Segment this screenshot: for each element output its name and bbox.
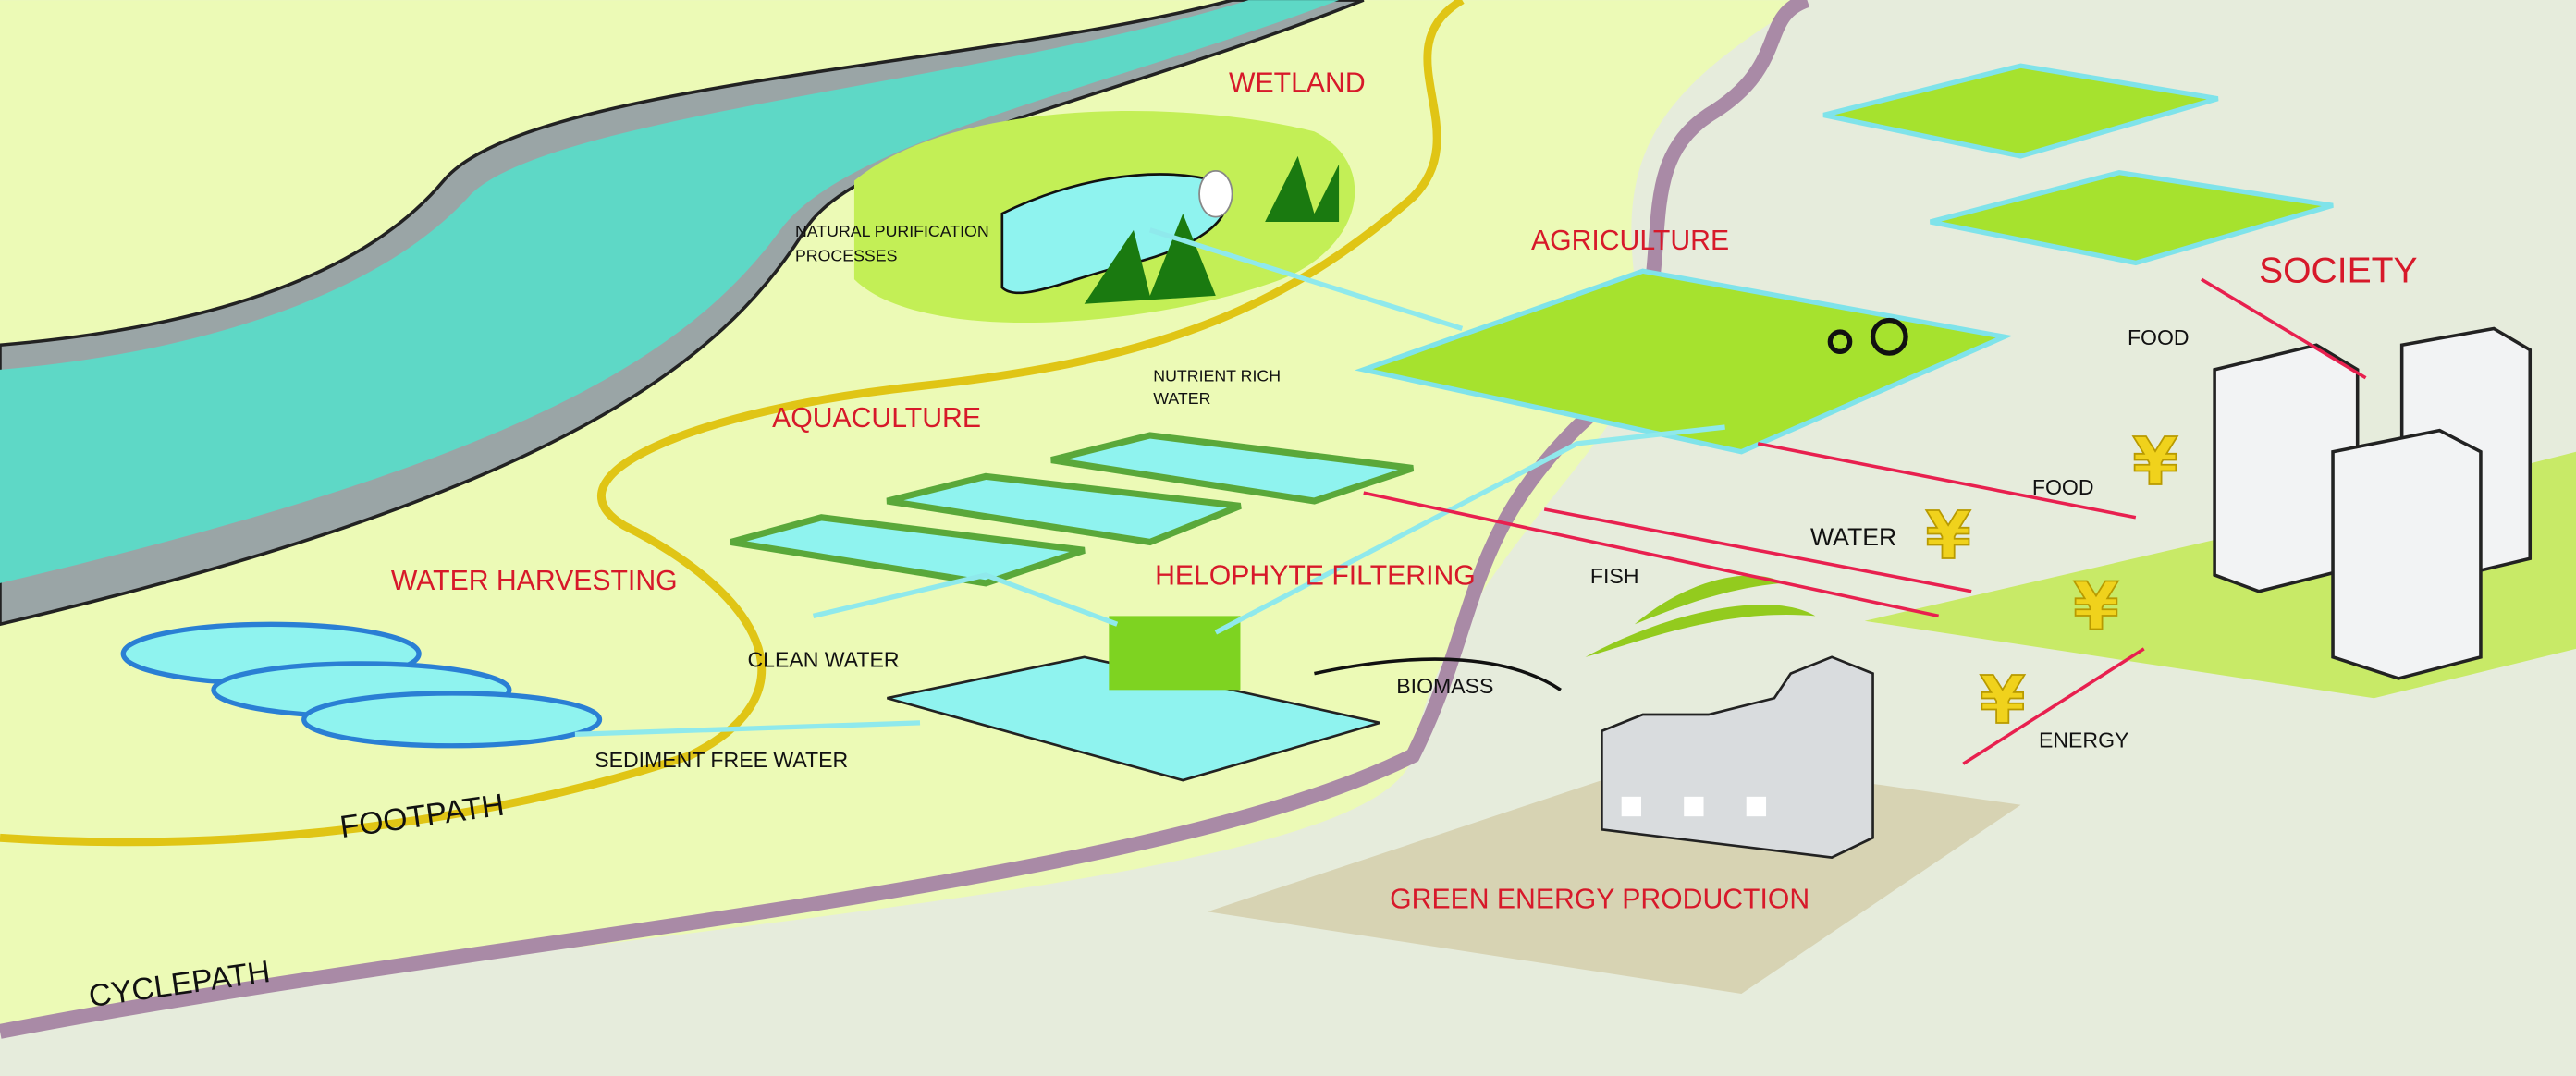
label-nutrient-rich: NUTRIENT RICH	[1153, 366, 1281, 385]
factory-icon	[1601, 655, 1874, 859]
label-agriculture: AGRICULTURE	[1531, 226, 1729, 256]
wetland-water	[1000, 173, 1228, 295]
yen-icon: ¥	[2132, 423, 2177, 500]
yen-icon: ¥	[2073, 569, 2118, 645]
label-wetland: WETLAND	[1229, 68, 1366, 99]
fish-pond-1	[730, 514, 1086, 587]
buildings-icon	[2213, 326, 2533, 680]
label-clean-water: CLEAN WATER	[747, 647, 899, 671]
heron-icon	[1198, 169, 1233, 218]
yen-icon: ¥	[1925, 497, 1970, 574]
river	[0, 0, 1340, 583]
label-water-harvesting: WATER HARVESTING	[391, 566, 678, 596]
cyclepath	[0, 0, 1810, 1039]
helophyte-filter-bed	[887, 655, 1380, 782]
tractor-icon	[1827, 317, 1908, 356]
reeds-icon	[1084, 155, 1340, 304]
footpath	[0, 0, 1465, 847]
fish-pond-3	[1050, 432, 1415, 505]
label-sediment-free-water: SEDIMENT FREE WATER	[595, 748, 848, 772]
flow-arrows	[1363, 277, 2367, 765]
water-links	[574, 227, 1725, 737]
leaf-icon	[1585, 575, 1816, 657]
agriculture-field-large	[1354, 268, 2013, 455]
label-aquaculture: AQUACULTURE	[772, 403, 981, 434]
label-food-top: FOOD	[2128, 325, 2190, 349]
yen-icon: ¥	[1980, 662, 2025, 739]
agriculture-field-top	[1822, 63, 2219, 159]
agriculture-field-mid	[1930, 169, 2334, 266]
label-natural-purification-2: PROCESSES	[795, 247, 898, 265]
label-biomass: BIOMASS	[1396, 674, 1493, 698]
label-energy: ENERGY	[2039, 728, 2128, 752]
harvest-pool-3	[301, 691, 603, 749]
label-water: WATER	[1810, 523, 1896, 551]
label-food-mid: FOOD	[2032, 475, 2094, 499]
label-natural-purification: NATURAL PURIFICATION	[795, 222, 989, 240]
label-green-energy-production: GREEN ENERGY PRODUCTION	[1390, 885, 1809, 915]
biomass-arrow	[1314, 657, 1562, 691]
fish-pond-2	[886, 472, 1242, 546]
label-helophyte-filtering: HELOPHYTE FILTERING	[1155, 561, 1476, 592]
label-nutrient-rich-2: WATER	[1153, 389, 1210, 408]
label-fish: FISH	[1590, 564, 1639, 588]
label-society: SOCIETY	[2259, 251, 2418, 291]
